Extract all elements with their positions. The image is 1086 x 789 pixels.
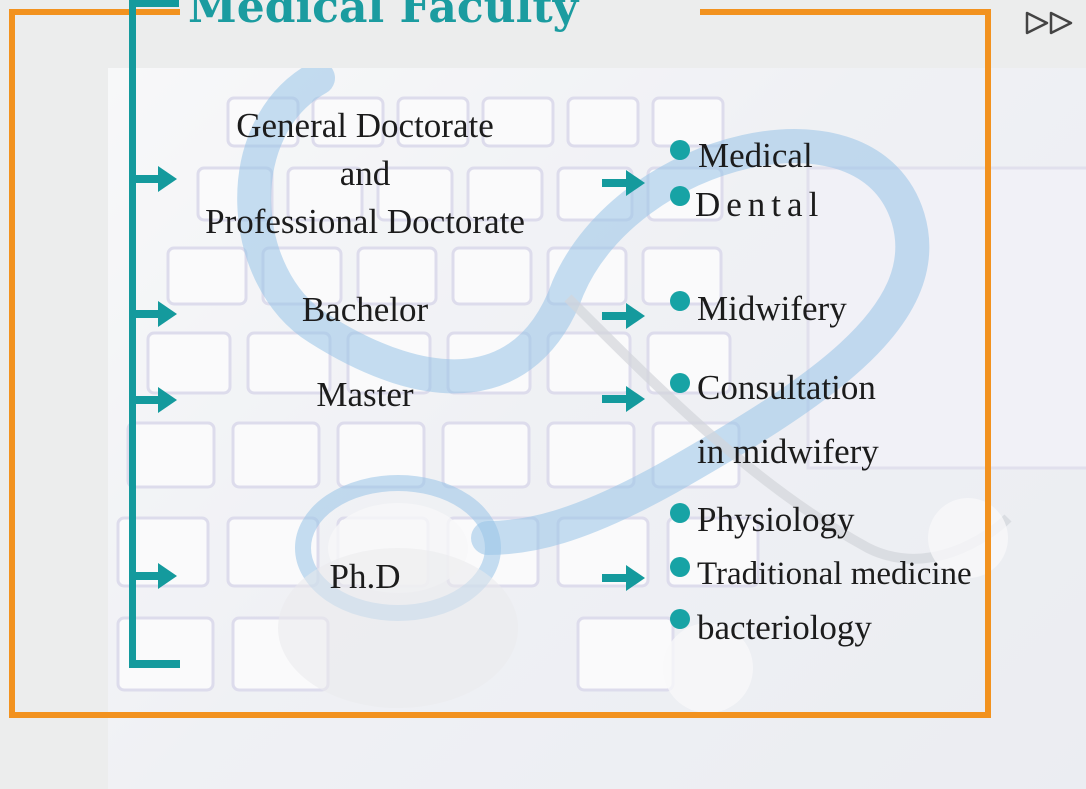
right-arrow-icon bbox=[134, 563, 177, 589]
right-arrow-icon bbox=[134, 387, 177, 413]
right-arrow-icon bbox=[134, 166, 177, 192]
degree-line: Master bbox=[316, 375, 414, 414]
field-traditional-medicine: Traditional medicine bbox=[697, 556, 972, 592]
connector-bottom-tick bbox=[129, 660, 180, 668]
connector-spine bbox=[129, 0, 136, 668]
bullet-dot bbox=[670, 503, 690, 523]
double-triangle-right-icon[interactable] bbox=[1024, 10, 1086, 36]
degree-master: Master bbox=[180, 371, 550, 419]
right-arrow-icon bbox=[602, 565, 645, 591]
right-arrow-icon bbox=[602, 386, 645, 412]
bullet-dot bbox=[670, 609, 690, 629]
right-arrow-icon bbox=[602, 170, 645, 196]
right-arrow-icon bbox=[134, 301, 177, 327]
degree-line: and bbox=[339, 154, 391, 193]
degree-line: Bachelor bbox=[301, 290, 429, 329]
degree-general-professional-doctorate: General Doctorate and Professional Docto… bbox=[180, 102, 550, 246]
degree-line: General Doctorate bbox=[236, 106, 494, 145]
bullet-dot bbox=[670, 140, 690, 160]
field-bacteriology: bacteriology bbox=[697, 608, 872, 647]
connector-top-tick bbox=[129, 0, 179, 7]
bullet-dot bbox=[670, 373, 690, 393]
field-midwifery: Midwifery bbox=[697, 289, 847, 328]
right-arrow-icon bbox=[602, 303, 645, 329]
field-medical: Medical bbox=[698, 136, 813, 175]
degree-bachelor: Bachelor bbox=[180, 286, 550, 334]
degree-line: Ph.D bbox=[329, 557, 401, 596]
bullet-dot bbox=[670, 186, 690, 206]
field-dental: Dental bbox=[695, 185, 825, 224]
bullet-dot bbox=[670, 557, 690, 577]
field-consultation-line1: Consultation bbox=[697, 368, 876, 407]
background-photo bbox=[108, 68, 1086, 789]
field-physiology: Physiology bbox=[697, 500, 855, 539]
title-background bbox=[180, 0, 700, 30]
page-title: Medical Faculty bbox=[188, 0, 579, 33]
degree-phd: Ph.D bbox=[180, 553, 550, 601]
bullet-dot bbox=[670, 291, 690, 311]
degree-line: Professional Doctorate bbox=[205, 202, 525, 241]
field-consultation-line2: in midwifery bbox=[697, 432, 879, 471]
